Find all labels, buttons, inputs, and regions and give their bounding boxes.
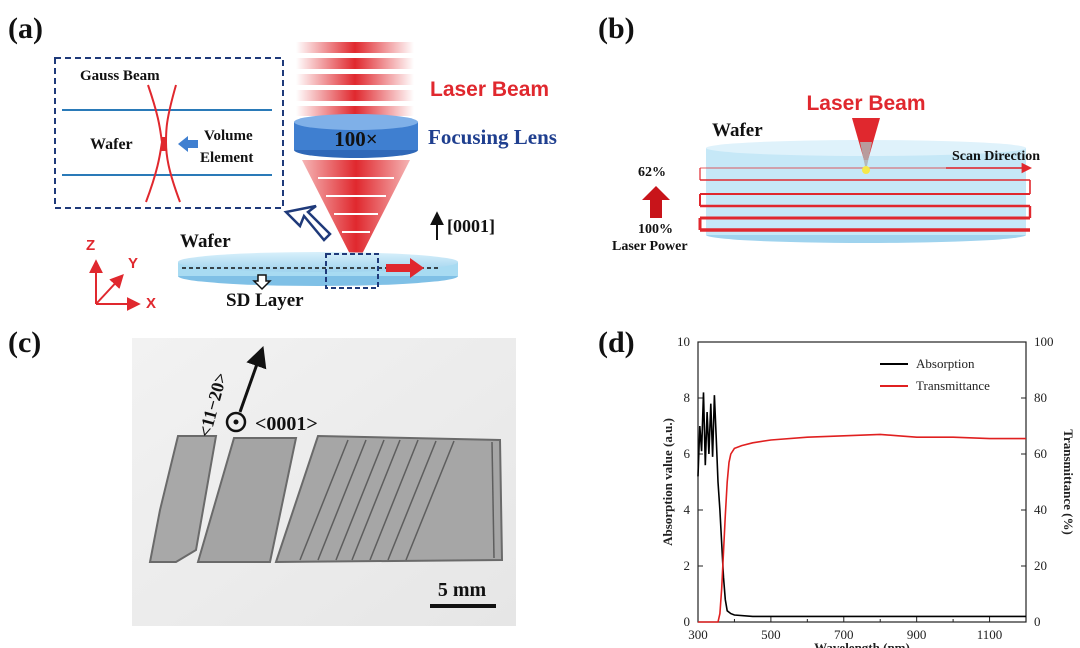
direction-0001-c-label: <0001>	[255, 413, 318, 435]
gauss-beam-left	[145, 84, 164, 203]
zone-axis-dot	[233, 419, 239, 425]
plot-frame	[697, 341, 1027, 623]
scan-direction-label: Scan Direction	[952, 149, 1040, 164]
x-tick-label: 1100	[977, 627, 1003, 642]
y-right-axis-title: Transmittance (%)	[1061, 429, 1076, 535]
legend-label-absorption: Absorption	[916, 356, 975, 371]
x-axis-title: Wavelength (nm)	[814, 640, 910, 648]
panel-c-label: (c)	[8, 326, 41, 359]
inset-box	[54, 57, 284, 209]
zone-axis-symbol	[225, 411, 247, 433]
b-laser-cone	[852, 118, 880, 160]
volume-element	[161, 137, 167, 151]
panel-b-label: (b)	[598, 12, 635, 45]
volume-arrow	[178, 136, 198, 152]
volume-label: Volume	[204, 128, 253, 144]
coordinate-axes	[89, 259, 141, 311]
b-scan-layers	[698, 167, 1032, 232]
y-left-tick-label: 6	[684, 446, 691, 461]
power-low-label: 62%	[638, 165, 666, 180]
b-laser-beam-label: Laser Beam	[806, 92, 925, 115]
laser-beam-stripes	[296, 42, 414, 116]
y-left-tick-label: 10	[677, 334, 690, 349]
axis-y-label: Y	[128, 255, 138, 272]
scale-bar-label: 5 mm	[438, 579, 487, 601]
inset-gauss-beam-label: Gauss Beam	[80, 68, 160, 84]
y-right-tick-label: 0	[1034, 614, 1041, 629]
y-left-tick-label: 0	[684, 614, 691, 629]
y-right-tick-label: 40	[1034, 502, 1047, 517]
wafer-label: Wafer	[180, 231, 231, 252]
power-arrow	[642, 186, 670, 218]
axis-z-label: Z	[86, 237, 95, 254]
y-left-tick-label: 8	[684, 390, 691, 405]
x-tick-label: 500	[761, 627, 781, 642]
power-high-label: 100%	[638, 222, 673, 237]
panel-a-label: (a)	[8, 12, 43, 45]
y-right-tick-label: 80	[1034, 390, 1047, 405]
direction-1120-arrow	[238, 346, 267, 413]
y-left-axis-title: Absorption value (a.u.)	[660, 418, 675, 546]
sd-layer-label: SD Layer	[226, 290, 304, 311]
b-focal-point	[862, 166, 870, 174]
scan-arrow	[386, 258, 424, 278]
series-line-absorption	[697, 392, 1026, 618]
zoom-arrow	[283, 204, 332, 242]
x-tick-label: 700	[834, 627, 854, 642]
element-label: Element	[200, 150, 253, 166]
y-right-tick-label: 100	[1034, 334, 1054, 349]
panel-d-label: (d)	[598, 326, 635, 359]
direction-0001-label: [0001]	[447, 216, 495, 236]
sample-pieces	[148, 434, 504, 564]
focus-region-box	[325, 253, 379, 289]
focusing-lens-label: Focusing Lens	[428, 125, 557, 149]
panel-a: (a) Laser Beam 100× Focusing Lens	[8, 12, 557, 312]
axis-x-label: X	[146, 295, 156, 312]
sd-layer-arrow	[252, 274, 272, 291]
laser-beam-label: Laser Beam	[430, 78, 549, 101]
focusing-lens	[294, 114, 418, 158]
gauss-beam-right	[164, 84, 181, 203]
series-line-transmittance	[698, 433, 1026, 623]
panel-b: (b) Laser Beam Wafer Scan Direct	[598, 12, 1040, 254]
laser-power-label: Laser Power	[612, 239, 688, 254]
b-laser-focus	[860, 142, 872, 166]
legend-label-transmittance: Transmittance	[916, 378, 990, 393]
lens-magnification: 100×	[334, 127, 377, 151]
x-tick-label: 900	[907, 627, 927, 642]
y-right-tick-label: 60	[1034, 446, 1047, 461]
inset-wafer-label: Wafer	[90, 136, 133, 153]
panel-c: (c) <11−20> <0001> 5 mm	[8, 326, 516, 626]
y-right-tick-label: 20	[1034, 558, 1047, 573]
y-left-tick-label: 4	[684, 502, 691, 517]
b-wafer-label: Wafer	[712, 120, 763, 141]
x-tick-label: 300	[688, 627, 708, 642]
beam-cone	[302, 160, 410, 262]
y-left-tick-label: 2	[684, 558, 691, 573]
